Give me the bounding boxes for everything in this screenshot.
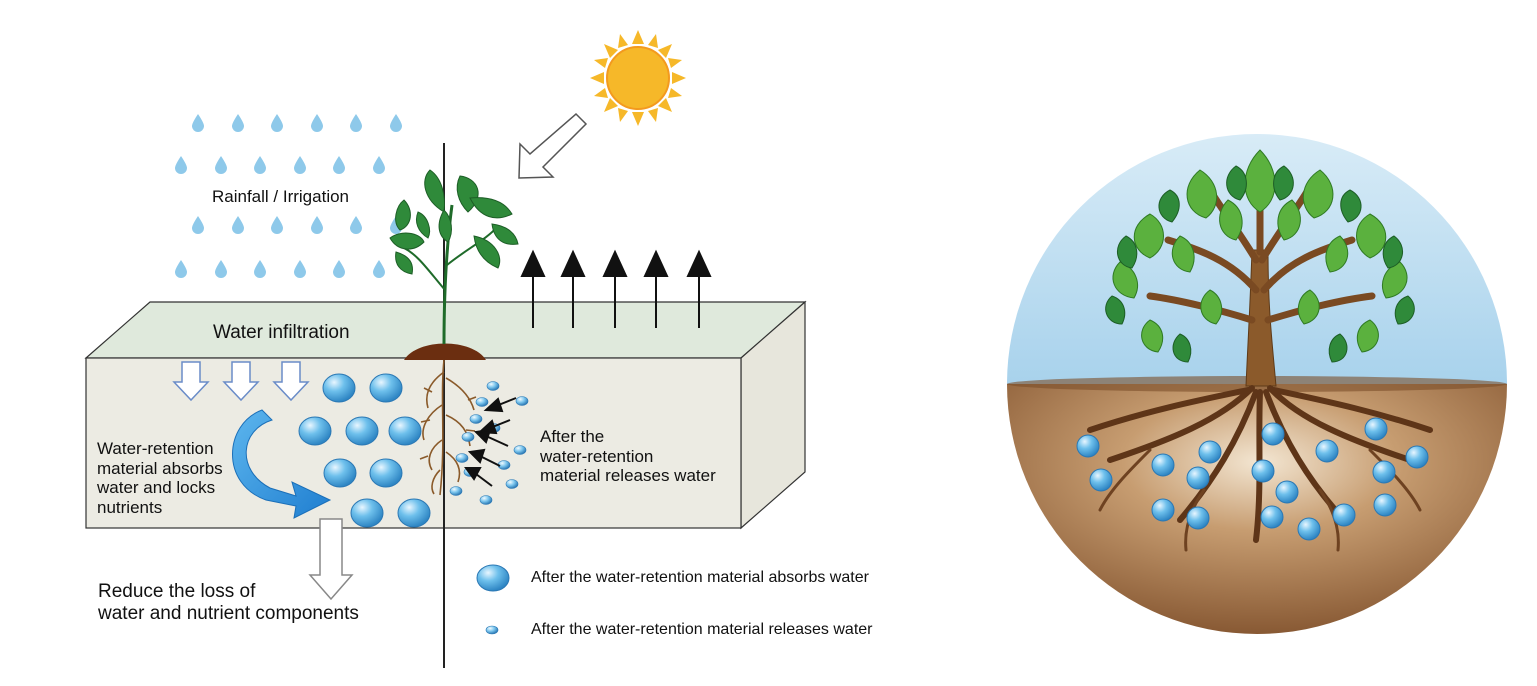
- water-bead-icon: [350, 498, 384, 528]
- infiltration-label: Water infiltration: [213, 322, 350, 343]
- water-bead-icon: [1364, 417, 1388, 441]
- water-bead-icon: [449, 486, 463, 496]
- loss-arrow-icon: [308, 518, 354, 601]
- water-bead-icon: [515, 396, 529, 406]
- water-bead-icon: [1260, 505, 1284, 529]
- water-bead-icon: [469, 414, 483, 424]
- absorb-label-line: Water-retention: [97, 439, 214, 458]
- plant-icon: [389, 169, 519, 345]
- water-bead-icon: [1275, 480, 1299, 504]
- arrow-icon: [222, 361, 260, 402]
- arrow-icon: [643, 249, 669, 328]
- sunlight-arrow-icon: [518, 112, 588, 179]
- water-bead-icon: [345, 416, 379, 446]
- water-bead-icon: [505, 479, 519, 489]
- loss-label-line: water and nutrient components: [98, 602, 359, 624]
- water-bead-icon: [369, 458, 403, 488]
- release-label: After the water-retention material relea…: [540, 427, 716, 486]
- arrow-icon: [272, 361, 310, 402]
- water-bead-icon: [486, 381, 500, 391]
- water-bead-icon: [323, 458, 357, 488]
- water-bead-icon: [1186, 506, 1210, 530]
- tree-circle-illustration: [1007, 134, 1507, 634]
- water-bead-icon: [1332, 503, 1356, 527]
- arrow-icon: [464, 467, 493, 487]
- plant-roots: [419, 359, 477, 496]
- arrow-icon: [473, 428, 509, 447]
- arrow-icon: [602, 249, 628, 328]
- arrow-icon: [686, 249, 712, 328]
- water-bead-icon: [1089, 468, 1113, 492]
- water-bead-icon: [369, 373, 403, 403]
- water-bead-icon: [1405, 445, 1429, 469]
- water-bead-icon: [1372, 460, 1396, 484]
- release-label-line: After the: [540, 427, 605, 446]
- water-bead-icon: [485, 625, 499, 635]
- evaporation-arrows: [520, 249, 712, 328]
- water-bead-icon: [397, 498, 431, 528]
- water-bead-icon: [479, 495, 493, 505]
- water-bead-icon: [1373, 493, 1397, 517]
- arrow-icon: [520, 249, 546, 328]
- water-bead-icon: [1151, 498, 1175, 522]
- water-bead-icon: [461, 432, 475, 442]
- sun-icon: [590, 30, 686, 126]
- arrow-icon: [172, 361, 210, 402]
- absorb-label-line: material absorbs: [97, 458, 223, 478]
- legend-released-label: After the water-retention material relea…: [531, 621, 873, 638]
- water-bead-icon: [1315, 439, 1339, 463]
- absorb-curve-arrow-icon: [232, 409, 332, 519]
- arrow-icon: [467, 448, 501, 467]
- water-bead-icon: [455, 453, 469, 463]
- water-bead-icon: [1198, 440, 1222, 464]
- rain-drops: [175, 114, 402, 278]
- soil-mound: [404, 343, 486, 360]
- water-bead-icon: [1186, 466, 1210, 490]
- release-label-line: material releases water: [540, 466, 716, 486]
- infiltration-arrows: [172, 361, 310, 402]
- release-arrows: [464, 397, 517, 487]
- absorb-label-line: water and locks: [97, 478, 216, 498]
- arrow-icon: [560, 249, 586, 328]
- water-bead-icon: [322, 373, 356, 403]
- tree-icon: [1087, 149, 1433, 552]
- water-bead-icon: [513, 445, 527, 455]
- water-bead-icon: [475, 397, 489, 407]
- water-bead-icon: [1076, 434, 1100, 458]
- water-bead-icon: [1261, 422, 1285, 446]
- loss-label: Reduce the loss of water and nutrient co…: [98, 581, 359, 625]
- loss-label-line: Reduce the loss of: [98, 581, 256, 602]
- legend-absorbed-label: After the water-retention material absor…: [531, 569, 869, 586]
- water-bead-icon: [1151, 453, 1175, 477]
- arrow-icon: [483, 397, 517, 413]
- release-label-line: water-retention: [540, 446, 654, 466]
- absorb-label-line: nutrients: [97, 497, 163, 517]
- water-bead-icon: [388, 416, 422, 446]
- absorb-label: Water-retention material absorbs water a…: [97, 439, 223, 517]
- legend-markers: [476, 564, 510, 635]
- rain-drop-icon: [175, 114, 402, 278]
- water-bead-icon: [298, 416, 332, 446]
- water-bead-icon: [1251, 459, 1275, 483]
- water-bead-icon: [476, 564, 510, 592]
- rain-label: Rainfall / Irrigation: [212, 187, 350, 206]
- water-bead-icon: [1297, 517, 1321, 541]
- absorbed-water-beads: [298, 373, 431, 528]
